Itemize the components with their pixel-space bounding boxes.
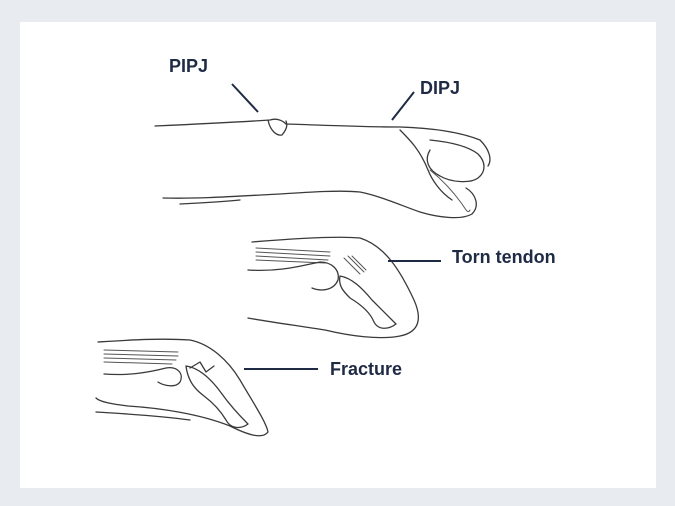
torn-tendon-finger-sketch [248,237,418,337]
pipj-leader-line [232,84,258,112]
torn-tendon-label: Torn tendon [452,248,556,266]
extended-finger-sketch [155,119,490,217]
figure-panel [20,22,656,488]
fracture-finger-sketch [96,339,268,436]
pipj-label: PIPJ [169,57,208,75]
fracture-label: Fracture [330,360,402,378]
dipj-label: DIPJ [420,79,460,97]
dipj-leader-line [392,92,414,120]
